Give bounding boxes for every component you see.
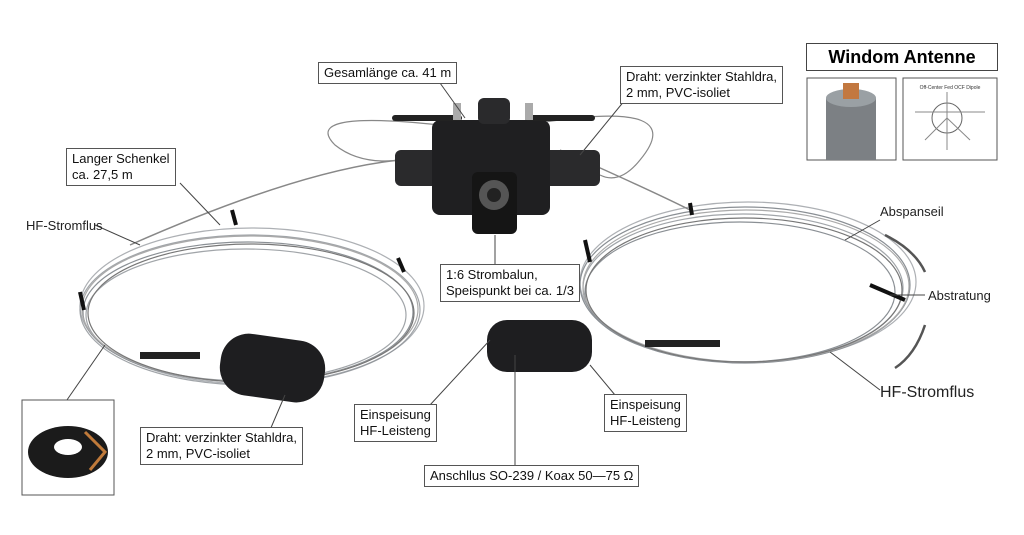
label-line: Einspeisung <box>360 407 431 422</box>
page-title: Windom Antenne <box>806 43 998 71</box>
label-line: Draht: verzinkter Stahldra, <box>146 430 298 445</box>
wire-cross-section-image <box>806 77 897 161</box>
label-hf-flow-left: HF-Stromflus <box>26 218 103 233</box>
label-hf-flow-right: HF-Stromflus <box>880 384 975 401</box>
label-line: 2 mm, PVC-isoliet <box>146 446 251 461</box>
label-guy-rope: Abspanseil <box>880 204 944 219</box>
ocf-dipole-schematic: Off-Center Fed OCF Dipole <box>902 77 998 161</box>
label-total-length: Gesamlänge ca. 41 m <box>318 62 458 84</box>
label-balun: 1:6 Strombalun,Speispunkt bei ca. 1/3 <box>440 264 580 302</box>
label-line: ca. 27,5 m <box>72 167 133 182</box>
label-line: HF-Leisteng <box>360 423 431 438</box>
label-line: Langer Schenkel <box>72 151 170 166</box>
label-line: HF-Leisteng <box>610 413 681 428</box>
toroid-inset <box>21 399 115 496</box>
label-line: 1:6 Strombalun, <box>446 267 538 282</box>
schematic-title: Off-Center Fed OCF Dipole <box>920 85 981 91</box>
label-line: 2 mm, PVC-isoliet <box>626 85 731 100</box>
label-wire-bottom: Draht: verzinkter Stahldra,2 mm, PVC-iso… <box>140 427 304 465</box>
balun-box <box>392 98 600 234</box>
right-wire-coil <box>579 201 917 364</box>
feed-cylinder-left <box>140 333 326 403</box>
label-wire-top: Draht: verzinkter Stahldra,2 mm, PVC-iso… <box>620 66 784 104</box>
label-connector: Anschllus SO-239 / Koax 50—75 Ω <box>424 465 640 487</box>
label-line: Draht: verzinkter Stahldra, <box>626 69 778 84</box>
label-line: Einspeisung <box>610 397 681 412</box>
feed-cylinder-right <box>487 320 720 372</box>
label-radiation: Abstratung <box>928 288 991 303</box>
label-line: Speispunkt bei ca. 1/3 <box>446 283 574 298</box>
